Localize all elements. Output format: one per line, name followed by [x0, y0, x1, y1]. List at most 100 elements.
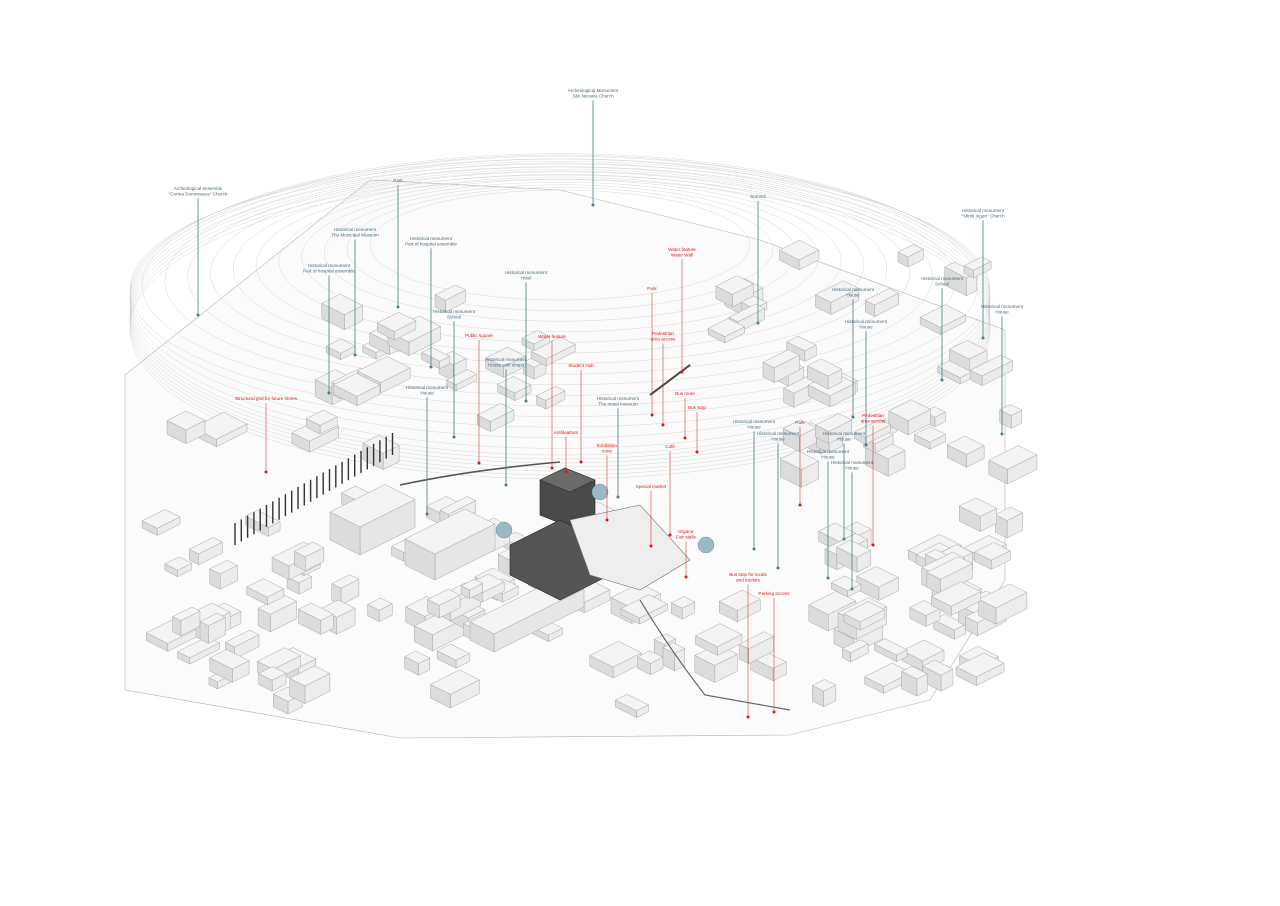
label-park-top: Park — [393, 178, 403, 183]
building — [614, 693, 649, 718]
building — [864, 288, 900, 317]
building — [762, 349, 800, 384]
leader-dot — [864, 443, 868, 447]
building — [293, 541, 325, 572]
label-structural-grid: Structural grid for future stores — [235, 396, 298, 401]
building — [811, 679, 837, 708]
building — [897, 244, 924, 268]
building — [376, 311, 417, 341]
leader-dot — [605, 518, 609, 522]
building — [434, 284, 467, 313]
building — [429, 669, 480, 709]
building — [994, 506, 1024, 539]
building — [913, 426, 947, 450]
leader-dot — [564, 470, 568, 474]
building — [955, 652, 1005, 687]
building — [436, 643, 470, 669]
label-curtea-domneasca: Archeological ensemble"Curtea Domneasca"… — [169, 186, 228, 196]
leader-dot — [746, 715, 750, 719]
building — [841, 639, 869, 663]
label-park-north: Park — [647, 286, 657, 291]
building — [694, 623, 743, 656]
building — [172, 606, 201, 637]
building — [289, 665, 331, 705]
building — [909, 600, 941, 627]
contour-line — [187, 168, 933, 386]
leader-dot — [871, 543, 875, 547]
contour-line — [233, 174, 887, 364]
building — [209, 649, 250, 683]
leader-dot — [1000, 432, 1004, 436]
leader-dot — [429, 365, 433, 369]
building — [164, 556, 193, 578]
building — [521, 330, 550, 352]
label-amphitheatre: Amfiteatrum — [554, 430, 579, 435]
building — [485, 346, 526, 378]
leader-dot — [579, 460, 583, 464]
leader-dot — [353, 353, 357, 357]
leader-dot — [695, 450, 699, 454]
label-student-hub: Student Hub — [568, 363, 594, 368]
building — [978, 583, 1028, 625]
building — [199, 612, 226, 644]
access-road — [639, 599, 791, 711]
building — [948, 340, 988, 372]
building — [778, 239, 820, 271]
building — [963, 256, 992, 279]
building — [404, 650, 431, 676]
building — [856, 566, 899, 601]
building — [141, 509, 181, 536]
leader-dot — [550, 466, 554, 470]
leader-dot — [591, 203, 595, 207]
label-special-market: Special market — [636, 484, 667, 489]
building — [297, 602, 335, 635]
leader-dot — [756, 321, 760, 325]
building — [786, 335, 817, 362]
building — [946, 435, 985, 468]
building — [707, 318, 746, 344]
leader-dot — [850, 587, 854, 591]
leader-dot — [196, 313, 200, 317]
contour-line — [210, 171, 910, 375]
leader-dot — [504, 483, 508, 487]
building — [331, 574, 360, 606]
leader-dot — [452, 435, 456, 439]
stair-bridge — [649, 364, 691, 396]
label-leader-lines — [196, 100, 1004, 719]
leader-dot — [680, 370, 684, 374]
label-bus-stop: Bus stop — [688, 405, 706, 410]
building — [779, 450, 820, 488]
building — [305, 409, 338, 435]
building — [662, 642, 686, 672]
label-public-square: Public square — [465, 333, 493, 338]
label-cafe: Café — [665, 444, 675, 449]
contour-line — [141, 163, 979, 407]
building — [958, 497, 998, 532]
label-parking-access: Parking access — [758, 591, 790, 596]
label-sfintii-ingeri: Historical monument"Sfintii Ingeri" Chur… — [961, 208, 1005, 218]
leader-dot — [327, 391, 331, 395]
leader-dot — [776, 566, 780, 570]
building — [589, 640, 643, 679]
leader-dot — [798, 503, 802, 507]
terrace-platform — [569, 504, 691, 591]
tree — [495, 521, 513, 539]
dark-tower-roof — [539, 467, 596, 493]
leader-dot — [649, 544, 653, 548]
leader-dot — [524, 399, 528, 403]
building — [999, 404, 1023, 429]
building — [670, 596, 696, 620]
